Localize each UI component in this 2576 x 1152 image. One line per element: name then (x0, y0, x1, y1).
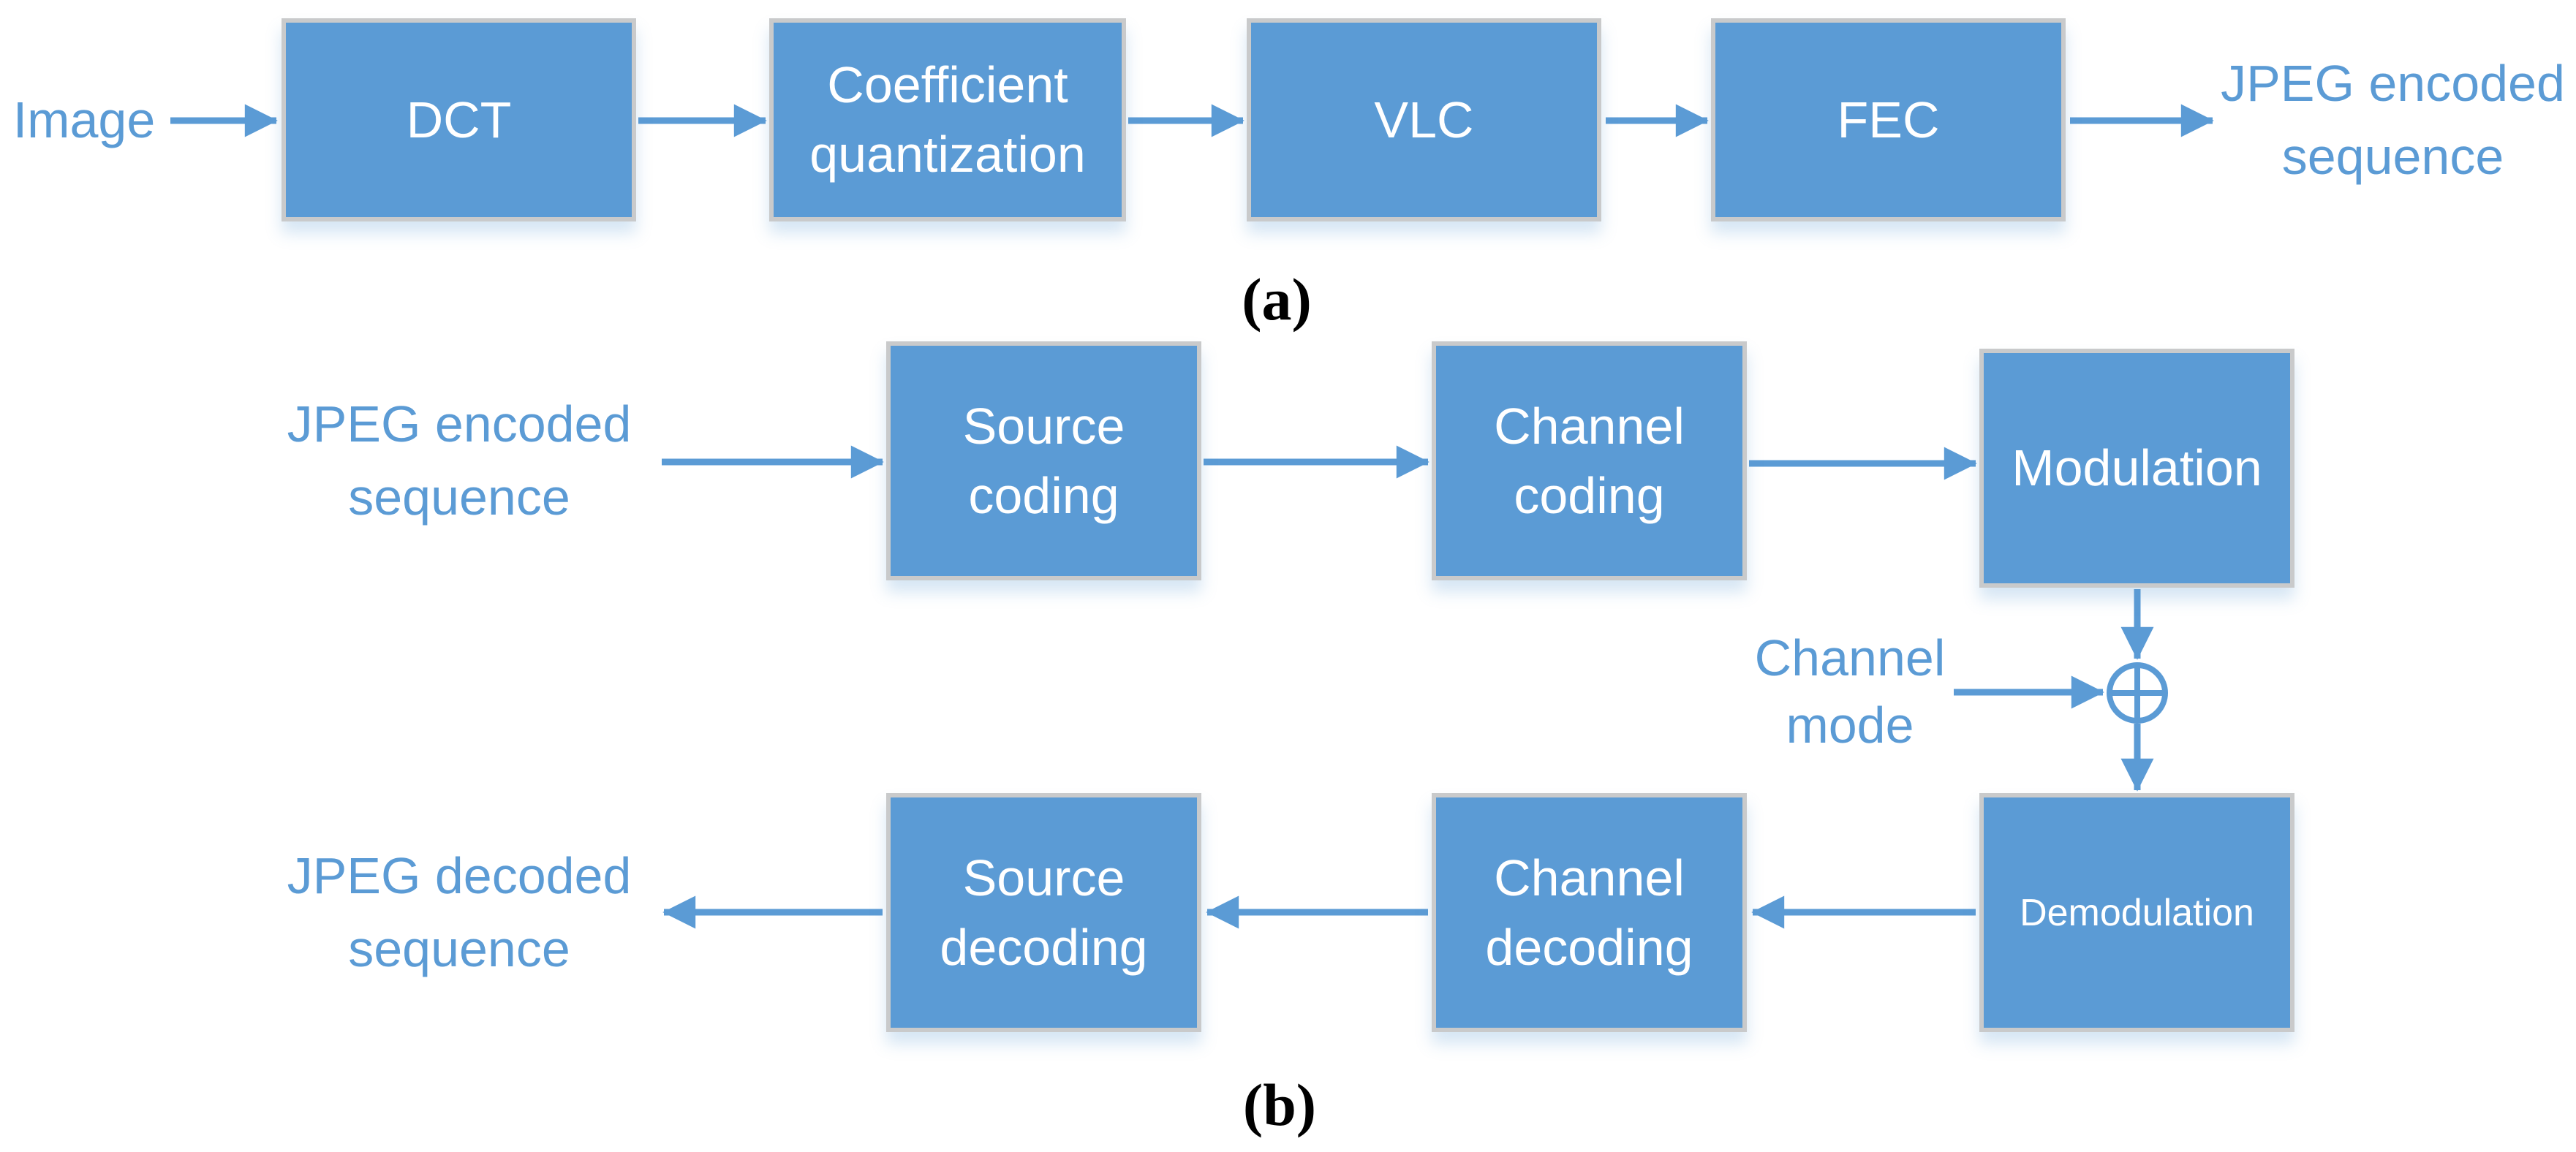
block-channel-coding: Channel coding (1432, 341, 1747, 580)
block-vlc: VLC (1247, 18, 1601, 221)
block-demodulation: Demodulation (1979, 793, 2294, 1032)
label-image-input: Image (12, 91, 156, 148)
block-fec: FEC (1711, 18, 2066, 221)
circled-plus-icon (2107, 662, 2168, 724)
label-channel-mode: Channel mode (1754, 629, 1946, 754)
caption-part-b: (b) (1242, 1072, 1317, 1138)
block-channel-decoding: Channel decoding (1432, 793, 1747, 1032)
block-quantization: Coefficient quantization (769, 18, 1126, 221)
block-source-coding: Source coding (886, 341, 1201, 580)
label-jpeg-encoded-output: JPEG encoded sequence (2221, 55, 2565, 185)
block-modulation: Modulation (1979, 349, 2294, 588)
caption-part-a: (a) (1242, 266, 1312, 333)
block-dct: DCT (282, 18, 636, 221)
block-source-decoding: Source decoding (886, 793, 1201, 1032)
label-jpeg-encoded-input: JPEG encoded sequence (287, 395, 632, 526)
label-jpeg-decoded-output: JPEG decoded sequence (287, 847, 632, 977)
